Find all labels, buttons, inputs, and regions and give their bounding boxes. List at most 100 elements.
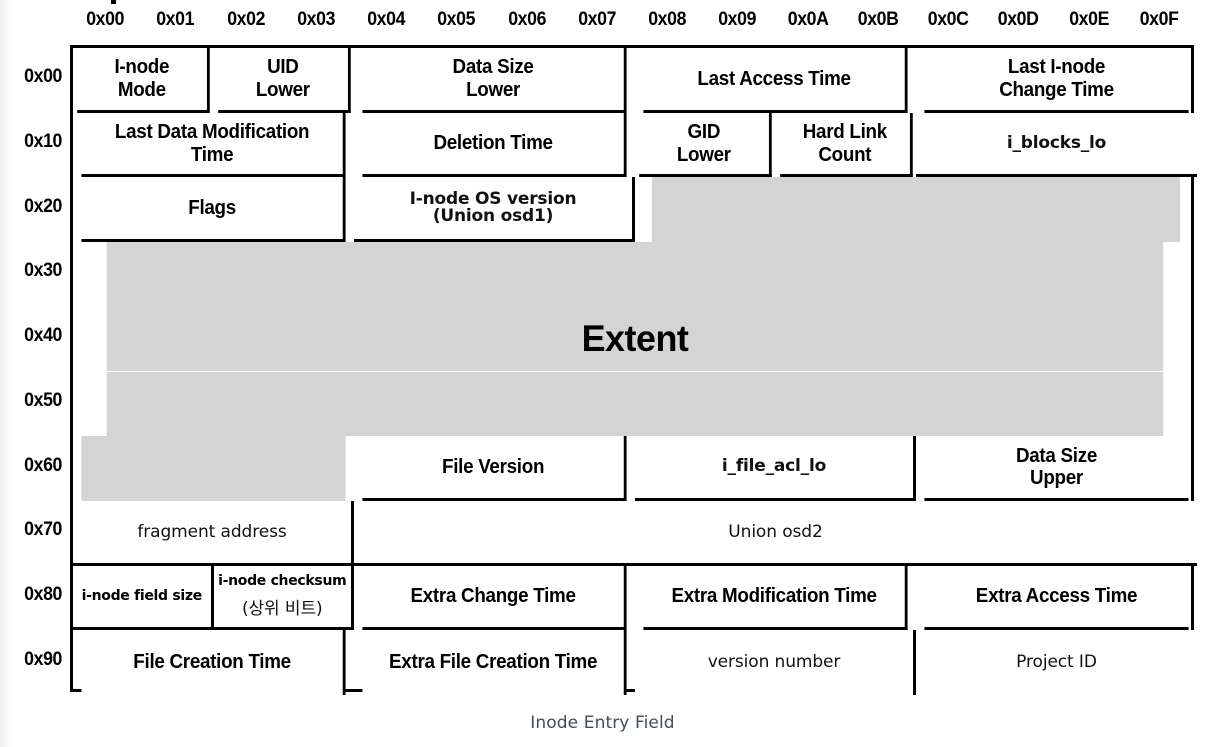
field-label-line2: Upper xyxy=(1030,467,1083,490)
field-cell-extra-access-time: Extra Access Time xyxy=(924,565,1189,631)
column-header-0x0b: 0x0B xyxy=(857,9,899,30)
row-offset-0x00: 0x00 xyxy=(24,66,62,88)
field-label-line1: Extra Access Time xyxy=(975,585,1138,608)
field-label-stack: fragment address xyxy=(137,522,286,542)
field-label-stack: Last Access Time xyxy=(697,67,851,90)
field-label-line2: Lower xyxy=(466,78,521,101)
field-label-line1: i_file_acl_lo xyxy=(721,456,827,477)
field-cell-extent xyxy=(81,436,346,501)
field-cell-version-number: version number xyxy=(635,630,916,695)
field-label-line1: Extra File Creation Time xyxy=(389,651,598,674)
column-header-0x0c: 0x0C xyxy=(927,9,969,30)
row-offset-0x30: 0x30 xyxy=(24,260,62,282)
field-label-line1: Hard Link xyxy=(802,121,887,144)
column-header-0x03: 0x03 xyxy=(296,9,335,30)
column-header-0x05: 0x05 xyxy=(437,9,476,30)
column-header-0x04: 0x04 xyxy=(367,9,406,30)
field-cell-deletion-time: Deletion Time xyxy=(362,112,627,178)
field-label-stack: I-node OS version(Union osd1) xyxy=(410,190,577,226)
field-label-line1: File Version xyxy=(442,455,545,478)
column-header-0x0f: 0x0F xyxy=(1139,9,1179,30)
field-label-line2: Lower xyxy=(676,143,731,166)
field-label-stack: i_file_acl_lo xyxy=(722,457,826,477)
field-label-line1: Extra Change Time xyxy=(410,585,576,608)
field-cell-union-osd2: Union osd2 xyxy=(354,500,1197,566)
field-label-line1: i-node field size xyxy=(81,588,203,605)
field-cell-project-id: Project ID xyxy=(916,630,1197,695)
column-header-0x00: 0x00 xyxy=(86,9,125,30)
row-offset-0x80: 0x80 xyxy=(24,583,62,605)
diagram-caption: Inode Entry Field xyxy=(530,713,675,733)
column-header-0x0e: 0x0E xyxy=(1068,9,1109,30)
column-header-0x02: 0x02 xyxy=(226,9,265,30)
field-label-stack: version number xyxy=(708,652,841,672)
field-cell-extent xyxy=(106,242,1164,307)
field-cell-i-node-os-version: I-node OS version(Union osd1) xyxy=(354,177,635,243)
field-label-line2: Time xyxy=(190,143,234,166)
field-cell-extent xyxy=(651,177,1181,243)
field-label-line1: I-node xyxy=(114,56,170,79)
field-label-line1: Data Size xyxy=(452,56,534,79)
field-label-stack: Union osd2 xyxy=(728,522,822,542)
field-cell-extra-change-time: Extra Change Time xyxy=(362,565,627,631)
field-label-stack: Extra Change Time xyxy=(411,585,576,607)
field-cell-extra-file-creation-time: Extra File Creation Time xyxy=(362,630,627,695)
row-offset-0x10: 0x10 xyxy=(24,131,62,153)
field-label-stack: Project ID xyxy=(1016,652,1097,672)
field-label-stack: i-node field size xyxy=(81,588,203,605)
field-label-line1: Last Access Time xyxy=(697,67,851,90)
field-cell-extent xyxy=(106,306,1164,372)
field-label-line1: Extra Modification Time xyxy=(671,585,877,608)
field-label-line1: Last I-node xyxy=(1007,56,1106,79)
field-label-line2: Change Time xyxy=(999,78,1114,101)
page-edge-shading xyxy=(0,0,14,747)
field-cell-fragment-address: fragment address xyxy=(73,500,354,566)
field-label-line2: Lower xyxy=(255,78,310,101)
field-label-line1: Deletion Time xyxy=(433,132,553,155)
field-label-line1: version number xyxy=(707,652,841,673)
row-offset-0x40: 0x40 xyxy=(24,325,62,347)
field-label-line2: Count xyxy=(817,143,871,166)
field-label-line1: Union osd2 xyxy=(728,521,823,542)
top-tick-mark xyxy=(111,0,116,4)
field-label-stack: Extra Modification Time xyxy=(671,585,877,608)
field-label-line1: UID xyxy=(266,56,299,79)
field-label-line2: (상위 비트) xyxy=(241,599,323,620)
column-header-0x09: 0x09 xyxy=(718,9,757,30)
column-header-0x01: 0x01 xyxy=(156,9,195,30)
field-label-stack: Extra Access Time xyxy=(975,585,1138,608)
field-label-stack: i_blocks_lo xyxy=(1007,133,1107,154)
field-label-line1: i-node checksum xyxy=(218,573,347,590)
field-cell-flags: Flags xyxy=(81,177,346,243)
field-label-stack: Flags xyxy=(188,197,236,219)
field-label-line1: File Creation Time xyxy=(133,651,291,674)
column-header-0x0a: 0x0A xyxy=(787,9,828,30)
field-label-line1: Project ID xyxy=(1016,652,1097,673)
row-offset-0x50: 0x50 xyxy=(24,389,62,411)
field-label-stack: File Creation Time xyxy=(133,651,291,673)
column-header-0x06: 0x06 xyxy=(507,9,546,30)
field-cell-i-file-acl-lo: i_file_acl_lo xyxy=(635,436,916,501)
field-cell-file-creation-time: File Creation Time xyxy=(81,630,346,695)
field-label-line2: (Union osd1) xyxy=(432,205,554,226)
field-label-line2: Mode xyxy=(117,78,166,101)
field-cell-i-node-checksum: i-node checksum (상위 비트) xyxy=(213,565,354,631)
field-label-stack: File Version xyxy=(442,456,544,478)
